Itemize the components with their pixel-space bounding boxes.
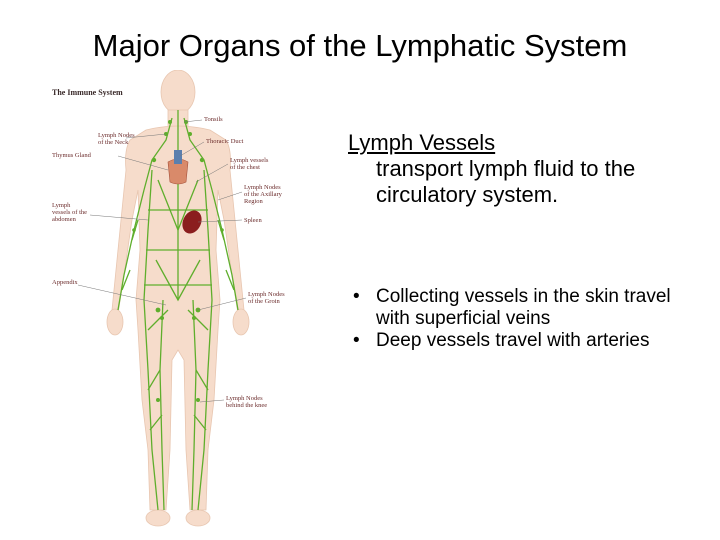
bullet-item: Deep vessels travel with arteries [338,330,678,352]
label-knee-line1: Lymph Nodes [226,395,263,402]
content-heading: Lymph Vessels transport lymph fluid to t… [348,130,678,208]
label-abdomen-line3: abdomen [52,216,76,223]
label-knee-line2: behind the knee [226,402,268,409]
body-silhouette [106,70,250,527]
slide-title: Major Organs of the Lymphatic System [92,28,628,63]
label-groin-line2: of the Groin [248,298,280,305]
label-knee-nodes: Lymph Nodes behind the knee [226,395,267,409]
thoracic-duct-organ [174,150,182,164]
heading-description: transport lymph fluid to the circulatory… [376,156,636,207]
figure-title: The Immune System [52,88,123,97]
label-thoracic-duct: Thoracic Duct [206,138,244,145]
label-chest-vessels-line2: of the chest [230,164,260,171]
label-chest-vessels: Lymph vessels of the chest [230,157,268,171]
label-appendix: Appendix [52,279,78,286]
label-groin-line1: Lymph Nodes [248,291,285,298]
label-groin-nodes: Lymph Nodes of the Groin [248,291,285,305]
spleen-organ [182,210,202,234]
label-tonsils: Tonsils [204,116,223,123]
label-neck-nodes-line2: of the Neck [98,139,129,146]
bullet-item: Collecting vessels in the skin travel wi… [338,286,678,330]
label-neck-nodes: Lymph Nodes of the Neck [98,132,135,146]
label-abdomen-line2: vessels of the [52,209,88,216]
label-abdomen-line1: Lymph [52,202,71,209]
label-pointers [77,119,247,403]
label-thymus: Thymus Gland [52,152,91,159]
label-axillary-line1: Lymph Nodes [244,184,281,191]
label-abdomen-vessels: Lymph vessels of the abdomen [52,202,87,223]
label-axillary-line3: Region [244,198,263,205]
label-axillary-line2: of the Axillary [244,191,282,198]
lymphatic-system-figure: The Immune System Tonsils Lymph Nodes of… [48,70,298,540]
heading-underlined-term: Lymph Vessels [348,130,496,155]
label-neck-nodes-line1: Lymph Nodes [98,132,135,139]
label-spleen: Spleen [244,217,262,224]
label-chest-vessels-line1: Lymph vessels [230,157,269,164]
body-illustration [77,70,250,527]
label-axillary-nodes: Lymph Nodes of the Axillary Region [244,184,282,205]
bullet-list: Collecting vessels in the skin travel wi… [338,286,678,352]
